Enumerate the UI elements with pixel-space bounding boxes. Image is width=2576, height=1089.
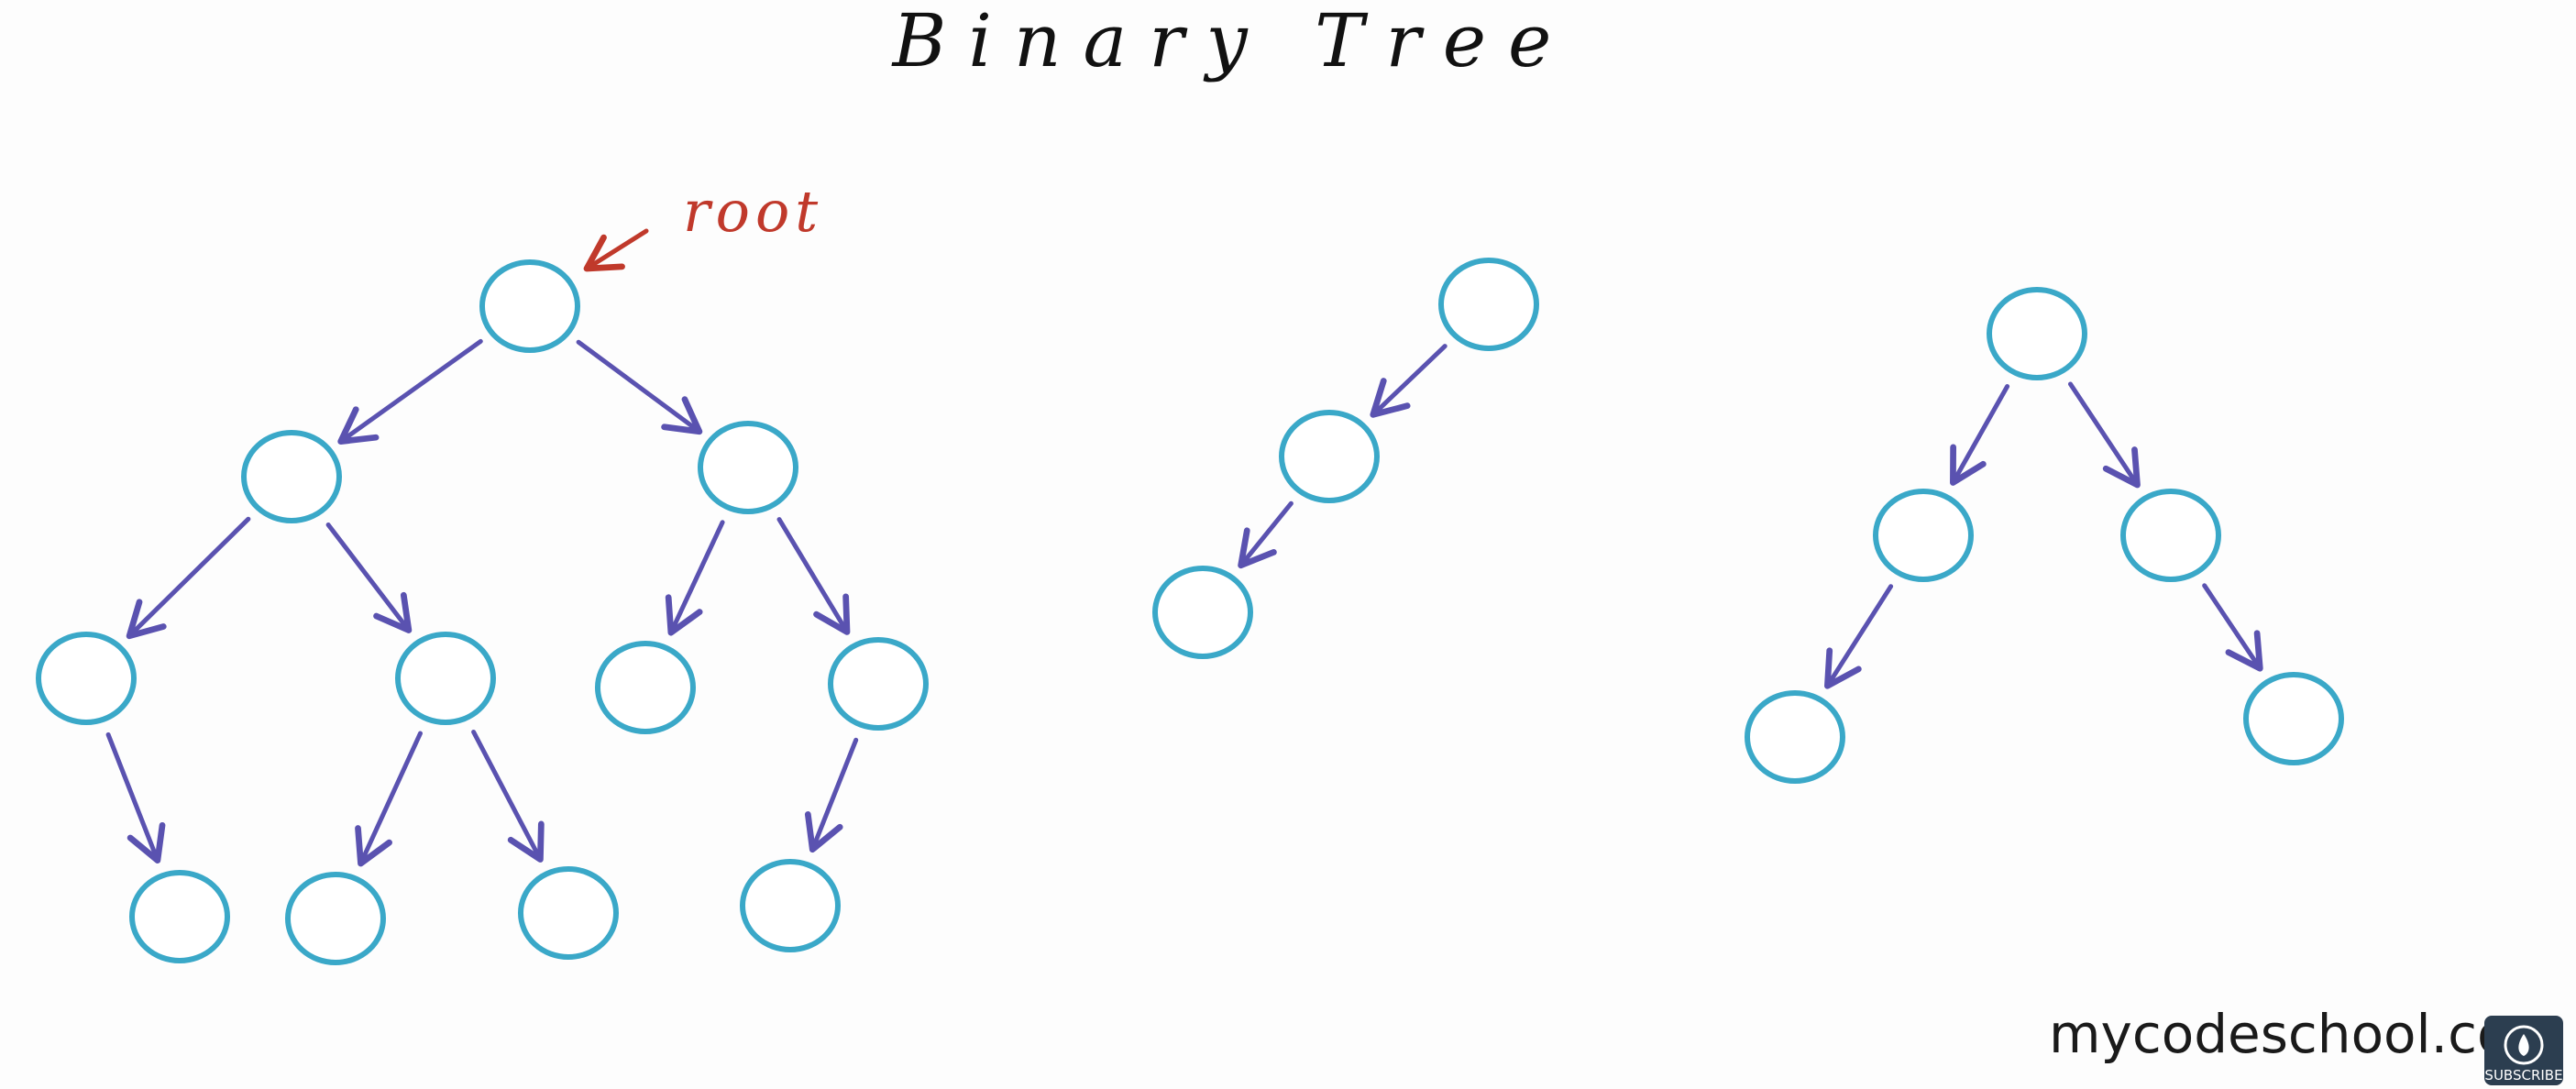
complete-tree-node-n3 <box>36 632 137 725</box>
complete-tree-edge-n0-n1 <box>337 338 483 445</box>
complete-tree-node-n1 <box>241 430 342 523</box>
skewed-tree-edge-m1-m2 <box>1238 500 1294 569</box>
complete-tree-node-n7 <box>129 870 230 963</box>
skewed-tree-node-m1 <box>1279 410 1380 503</box>
balanced-tree-node-k3 <box>1745 690 1845 784</box>
complete-tree-edge-n3-n7 <box>105 732 166 864</box>
skewed-tree-node-m0 <box>1438 258 1539 351</box>
complete-tree-edge-n0-n2 <box>576 339 703 435</box>
watermark: mycodeschool.com <box>2049 1003 2561 1065</box>
complete-tree-node-n0 <box>479 259 580 353</box>
complete-tree-node-n5 <box>595 641 696 734</box>
root-label: root <box>683 178 823 245</box>
balanced-tree-edge-k1-k3 <box>1824 584 1894 689</box>
complete-tree-edge-n6-n10 <box>804 737 859 853</box>
balanced-tree-node-k1 <box>1873 489 1974 582</box>
root-pointer-arrow <box>583 228 649 272</box>
complete-tree-node-n8 <box>285 872 386 965</box>
skewed-tree-node-m2 <box>1152 566 1253 659</box>
complete-tree-edge-n1-n3 <box>126 516 251 640</box>
skewed-tree-edge-m0-m1 <box>1370 344 1448 418</box>
flame-icon-shape <box>2518 1034 2529 1056</box>
edges-layer <box>105 338 2263 867</box>
subscribe-badge[interactable]: SUBSCRIBE <box>2484 1016 2563 1085</box>
balanced-tree-node-k4 <box>2243 672 2344 765</box>
subscribe-label: SUBSCRIBE <box>2484 1067 2562 1084</box>
page-title: Binary Tree <box>891 0 1574 83</box>
nodes-layer <box>36 258 2344 965</box>
complete-tree-node-n9 <box>518 866 619 960</box>
balanced-tree-edge-k0-k1 <box>1950 384 2010 486</box>
balanced-tree-edge-k2-k4 <box>2202 583 2263 672</box>
complete-tree-node-n4 <box>395 632 496 725</box>
balanced-tree-node-k0 <box>1987 287 2087 380</box>
balanced-tree-node-k2 <box>2120 489 2221 582</box>
complete-tree-node-n6 <box>828 637 929 731</box>
complete-tree-edge-n4-n9 <box>471 730 545 863</box>
flame-icon <box>2504 1025 2544 1065</box>
balanced-tree-edge-k0-k2 <box>2068 381 2141 489</box>
complete-tree-edge-n4-n8 <box>355 731 423 867</box>
complete-tree-node-n2 <box>698 421 798 514</box>
complete-tree-edge-n2-n5 <box>665 520 725 636</box>
complete-tree-edge-n2-n6 <box>776 517 851 635</box>
complete-tree-node-n10 <box>740 859 841 952</box>
complete-tree-edge-n1-n4 <box>325 522 413 633</box>
